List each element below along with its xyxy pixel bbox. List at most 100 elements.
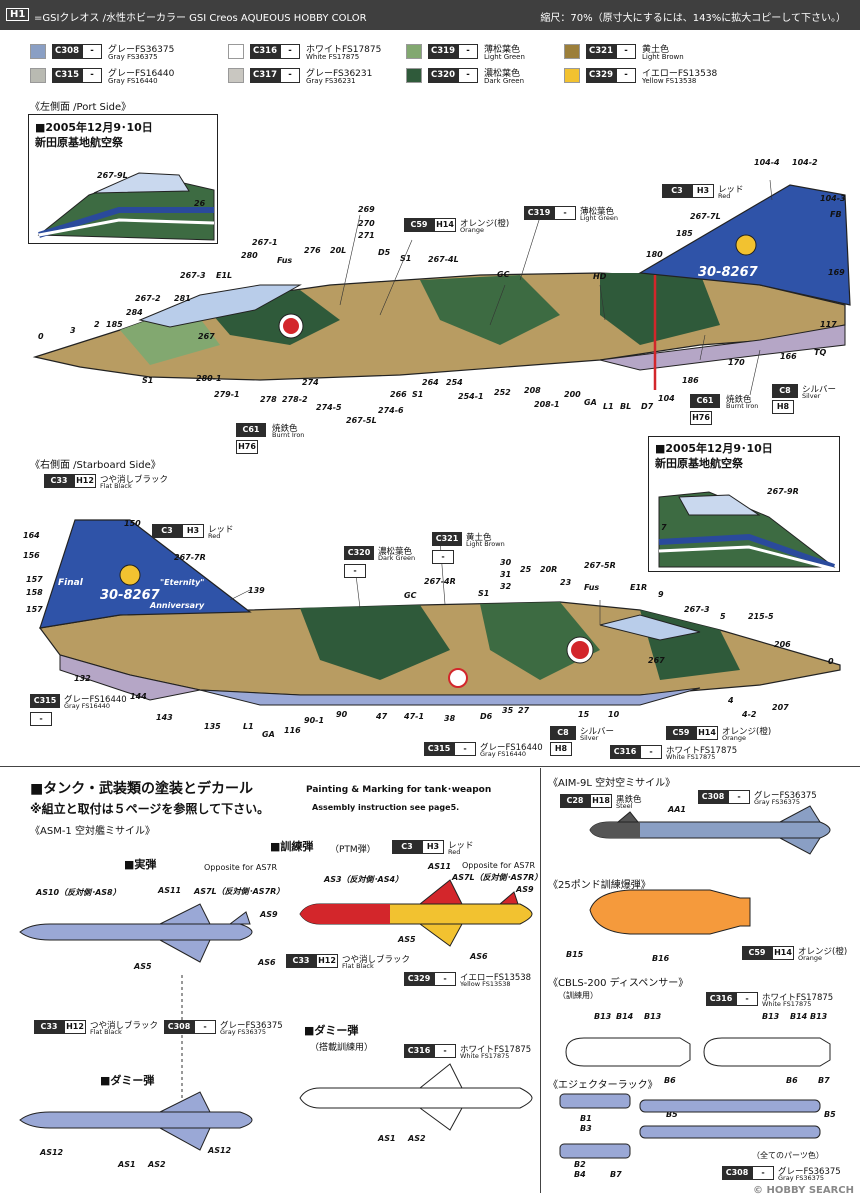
port-event-box: ■2005年12月9･10日 新田原基地航空祭 267-9L 26 (28, 114, 218, 244)
color-name-jp: 黄土色 (466, 533, 492, 543)
callout: AS6 (258, 958, 276, 967)
color-name-jp: ホワイトFS17875 (460, 1045, 532, 1055)
callout: S1 (478, 589, 490, 598)
callout: AS2 (408, 1134, 426, 1143)
paint-code: C61 (690, 394, 720, 408)
callout: 3 (70, 326, 76, 335)
callout: 269 (358, 205, 375, 214)
weapons-title: ■タンク・武装類の塗装とデカール (30, 781, 253, 797)
paint-code: C315 (424, 742, 454, 756)
paint-code: C319 (524, 206, 554, 220)
callout: 267-3 (684, 605, 710, 614)
callout: AA1 (668, 805, 686, 814)
starboard-event-title: ■2005年12月9･10日 新田原基地航空祭 (655, 442, 773, 470)
callout: 254 (446, 378, 463, 387)
callout: 164 (23, 531, 40, 540)
callout: S1 (142, 376, 154, 385)
color-name-en: Dark Green (378, 554, 416, 562)
callout: 135 (204, 722, 221, 731)
color-name-en: Gray FS36375 (108, 53, 158, 61)
h-code: H14 (434, 218, 456, 232)
bomb-title: 《25ポンド訓練爆弾》 (548, 880, 651, 891)
color-name-jp: グレーFS36375 (220, 1021, 283, 1031)
callout: S1 (400, 254, 412, 263)
callout: 267-1 (252, 238, 278, 247)
color-name-en: Silver (580, 734, 599, 742)
callout: 104-3 (820, 194, 846, 203)
color-name-en: Gray FS16440 (480, 750, 527, 758)
color-name-jp: グレーFS36375 (108, 45, 175, 55)
color-name-en: Gray FS16440 (108, 77, 158, 85)
paint-code: C320 (344, 546, 374, 560)
paint-code: C308 (164, 1020, 194, 1034)
h-code: - (344, 564, 366, 578)
color-name-en: Light Green (580, 214, 618, 222)
live-round-title: ■実弾 (124, 858, 157, 871)
legend-item: C316 - ホワイトFS17875 White FS17875 (228, 42, 438, 62)
color-name-en: Gray FS36375 (754, 798, 801, 806)
color-name-en: Orange (798, 954, 823, 962)
port-event-title: ■2005年12月9･10日 新田原基地航空祭 (35, 121, 153, 149)
h-code: - (434, 1044, 456, 1058)
h-code: H76 (690, 411, 712, 425)
callout: 206 (774, 640, 791, 649)
right-panel-drawings (559, 805, 831, 1159)
paint-code: C316 (404, 1044, 434, 1058)
color-chip (30, 68, 46, 83)
callout: 267-4R (424, 577, 456, 586)
scale-note: 縮尺：70%（原寸大にするには、143%に拡大コピーして下さい。） (540, 13, 846, 24)
h-code: - (434, 972, 456, 986)
callout: 139 (248, 586, 265, 595)
color-name-en: Flat Black (342, 962, 374, 970)
callout: 0 (38, 332, 44, 341)
callout: 166 (780, 352, 797, 361)
color-name-en: Light Brown (466, 540, 505, 548)
callout: 186 (682, 376, 699, 385)
color-name-jp: レッド (208, 525, 234, 535)
color-name-jp: 濃松葉色 (378, 547, 413, 557)
color-name-en: White FS17875 (306, 53, 360, 61)
ptm-subtitle: （PTM弾） (330, 845, 376, 855)
callout: 215-5 (748, 612, 774, 621)
color-name-en: Silver (802, 392, 821, 400)
cbls-title: 《CBLS-200 ディスペンサー》 (548, 978, 689, 989)
callout: 47 (376, 712, 388, 721)
callout: AS1 (378, 1134, 396, 1143)
callout: 284 (126, 308, 143, 317)
callout: 267-7L (690, 212, 721, 221)
callout: AS7L（反対側･AS7R） (194, 887, 285, 896)
color-name-jp: 焼鉄色 (726, 395, 752, 405)
callout: 278-2 (282, 395, 308, 404)
color-name-jp: 黒鉄色 (616, 795, 642, 805)
callout: AS11 (428, 862, 452, 871)
callout: 144 (130, 692, 147, 701)
callout: B7 (818, 1076, 830, 1085)
callout: AS5 (134, 962, 152, 971)
callout: 104 (658, 394, 675, 403)
callout: 32 (500, 582, 512, 591)
h-code: - (616, 44, 636, 59)
color-legend: C308 - グレーFS36375 Gray FS36375 C316 - ホワ… (0, 38, 860, 92)
paint-code: C59 (742, 946, 772, 960)
paint-code: C8 (550, 726, 576, 740)
starboard-side-number: 267 (648, 656, 665, 665)
aim9-title: 《AIM-9L 空対空ミサイル》 (548, 778, 676, 789)
callout: 158 (26, 588, 43, 597)
port-aircraft-profile (32, 179, 851, 396)
callout: B6 (786, 1076, 798, 1085)
color-chip (30, 44, 46, 59)
callout: 281 (174, 294, 191, 303)
callout: 267-4L (428, 255, 459, 264)
callout: 90-1 (304, 716, 325, 725)
paint-code: C317 (250, 68, 280, 83)
callout: D5 (378, 248, 391, 257)
callout: 267-7R (174, 553, 206, 562)
callout: 23 (560, 578, 572, 587)
callout: AS12 (40, 1148, 64, 1157)
paint-code: C8 (772, 384, 798, 398)
color-name-jp: 薄松葉色 (580, 207, 615, 217)
callout: 150 (124, 519, 141, 528)
color-chip (564, 68, 580, 83)
port-tail-number: 30-8267 (698, 265, 758, 280)
dummy-loading-title: ■ダミー弾 (304, 1024, 359, 1037)
